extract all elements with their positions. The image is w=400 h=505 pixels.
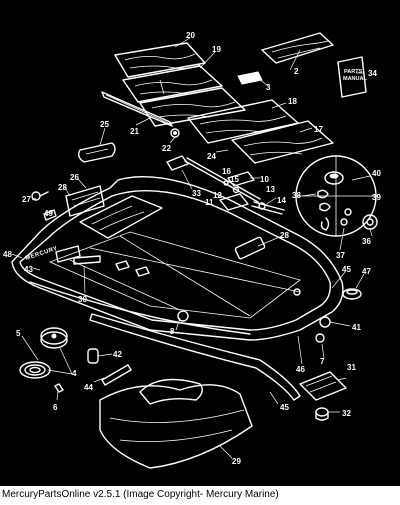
callout-numbers: 20 19 2 3 18 17 24 21 22 25 34 33 16 15 … (3, 31, 381, 466)
callout-6: 6 (53, 403, 58, 412)
clip-49[interactable] (43, 209, 57, 221)
callout-3: 3 (266, 83, 271, 92)
callout-40: 43 (24, 265, 33, 274)
callout-16: 16 (222, 167, 231, 176)
keel-strip-45[interactable] (89, 313, 301, 401)
callout-35: 36 (362, 237, 371, 246)
callout-25: 26 (70, 173, 79, 182)
callout-32: 32 (342, 409, 351, 418)
callout-5: 5 (16, 329, 21, 338)
callout-17: 17 (314, 125, 323, 134)
stringer-21[interactable] (101, 91, 173, 127)
storage-bag-29[interactable] (99, 378, 253, 469)
callout-10: 10 (260, 175, 269, 184)
callout-45: 45 (280, 403, 289, 412)
repair-kit-inset[interactable] (295, 155, 377, 237)
carry-handle-24[interactable] (77, 142, 116, 163)
callout-43: 44 (84, 383, 93, 392)
callout-24: 25 (100, 120, 109, 129)
callout-26: 27 (22, 195, 31, 204)
cap-47[interactable] (342, 288, 362, 300)
callout-20: 20 (186, 31, 195, 40)
callout-39: 40 (372, 169, 381, 178)
callout-22: 22 (162, 144, 171, 153)
callout-7: 7 (320, 357, 325, 366)
callout-14: 14 (277, 196, 286, 205)
callout-44: 45 (342, 265, 351, 274)
callout-33: 33 (192, 189, 201, 198)
leader-lines (11, 37, 373, 459)
callout-12: 12 (213, 191, 222, 200)
callout-42: 42 (113, 350, 122, 359)
seat-bench[interactable] (79, 195, 163, 239)
pump-hose-4[interactable] (19, 361, 51, 379)
inflatable-hull[interactable] (11, 176, 344, 343)
callout-2: 2 (294, 67, 299, 76)
parts-manual-34[interactable]: PARTS MANUAL (337, 56, 367, 98)
callout-4: 4 (72, 369, 77, 378)
bar-43[interactable] (101, 364, 132, 386)
callout-41: 41 (352, 323, 361, 332)
callout-27: 28 (58, 183, 67, 192)
callout-23: 24 (207, 152, 216, 161)
oar-33[interactable] (166, 155, 261, 203)
callout-34: 34 (368, 69, 377, 78)
callout-48: 48 (3, 250, 12, 259)
callout-19: 19 (212, 45, 221, 54)
oarlock-assembly[interactable] (219, 171, 285, 215)
floorboard-section-19[interactable] (122, 65, 223, 103)
callout-29: 29 (232, 457, 241, 466)
callout-8: 8 (170, 327, 175, 336)
hand-pump-5[interactable] (40, 327, 68, 349)
callout-15: 15 (230, 175, 239, 184)
drain-plug-26[interactable] (31, 191, 49, 201)
seat-27[interactable] (65, 185, 105, 217)
small-plate-3[interactable] (237, 71, 263, 85)
hull-lettering: MERCURY (25, 246, 59, 262)
floorboard-section-2[interactable] (261, 32, 334, 64)
adapter-6[interactable] (54, 383, 64, 393)
callout-21: 21 (130, 127, 139, 136)
image-caption: MercuryPartsOnline v2.5.1 (Image Copyrig… (2, 489, 279, 500)
floorboard-section-20[interactable] (114, 42, 206, 78)
cover-31[interactable] (299, 371, 347, 401)
callout-30: 30 (78, 295, 87, 304)
valve-22[interactable] (170, 128, 180, 138)
floorboard-section-17[interactable] (231, 120, 334, 164)
callout-28: 28 (280, 231, 289, 240)
callout-31: 31 (347, 363, 356, 372)
callout-46: 46 (296, 365, 305, 374)
manual-label-line-1: PARTS (344, 69, 363, 75)
exploded-parts-diagram: PARTS MANUAL (0, 0, 400, 486)
callout-11: 11 (205, 198, 214, 207)
callout-37: 38 (292, 191, 301, 200)
callout-13: 13 (266, 185, 275, 194)
diagram-drawing: PARTS MANUAL (3, 31, 381, 469)
callout-38: 39 (372, 193, 381, 202)
cylinder-42[interactable] (87, 348, 99, 364)
callout-47: 47 (362, 267, 371, 276)
callout-36: 37 (336, 251, 345, 260)
cap-32[interactable] (315, 407, 329, 421)
callout-18: 18 (288, 97, 297, 106)
callout-49: 49 (44, 209, 53, 218)
manual-label-line-2: MANUAL (343, 76, 367, 82)
